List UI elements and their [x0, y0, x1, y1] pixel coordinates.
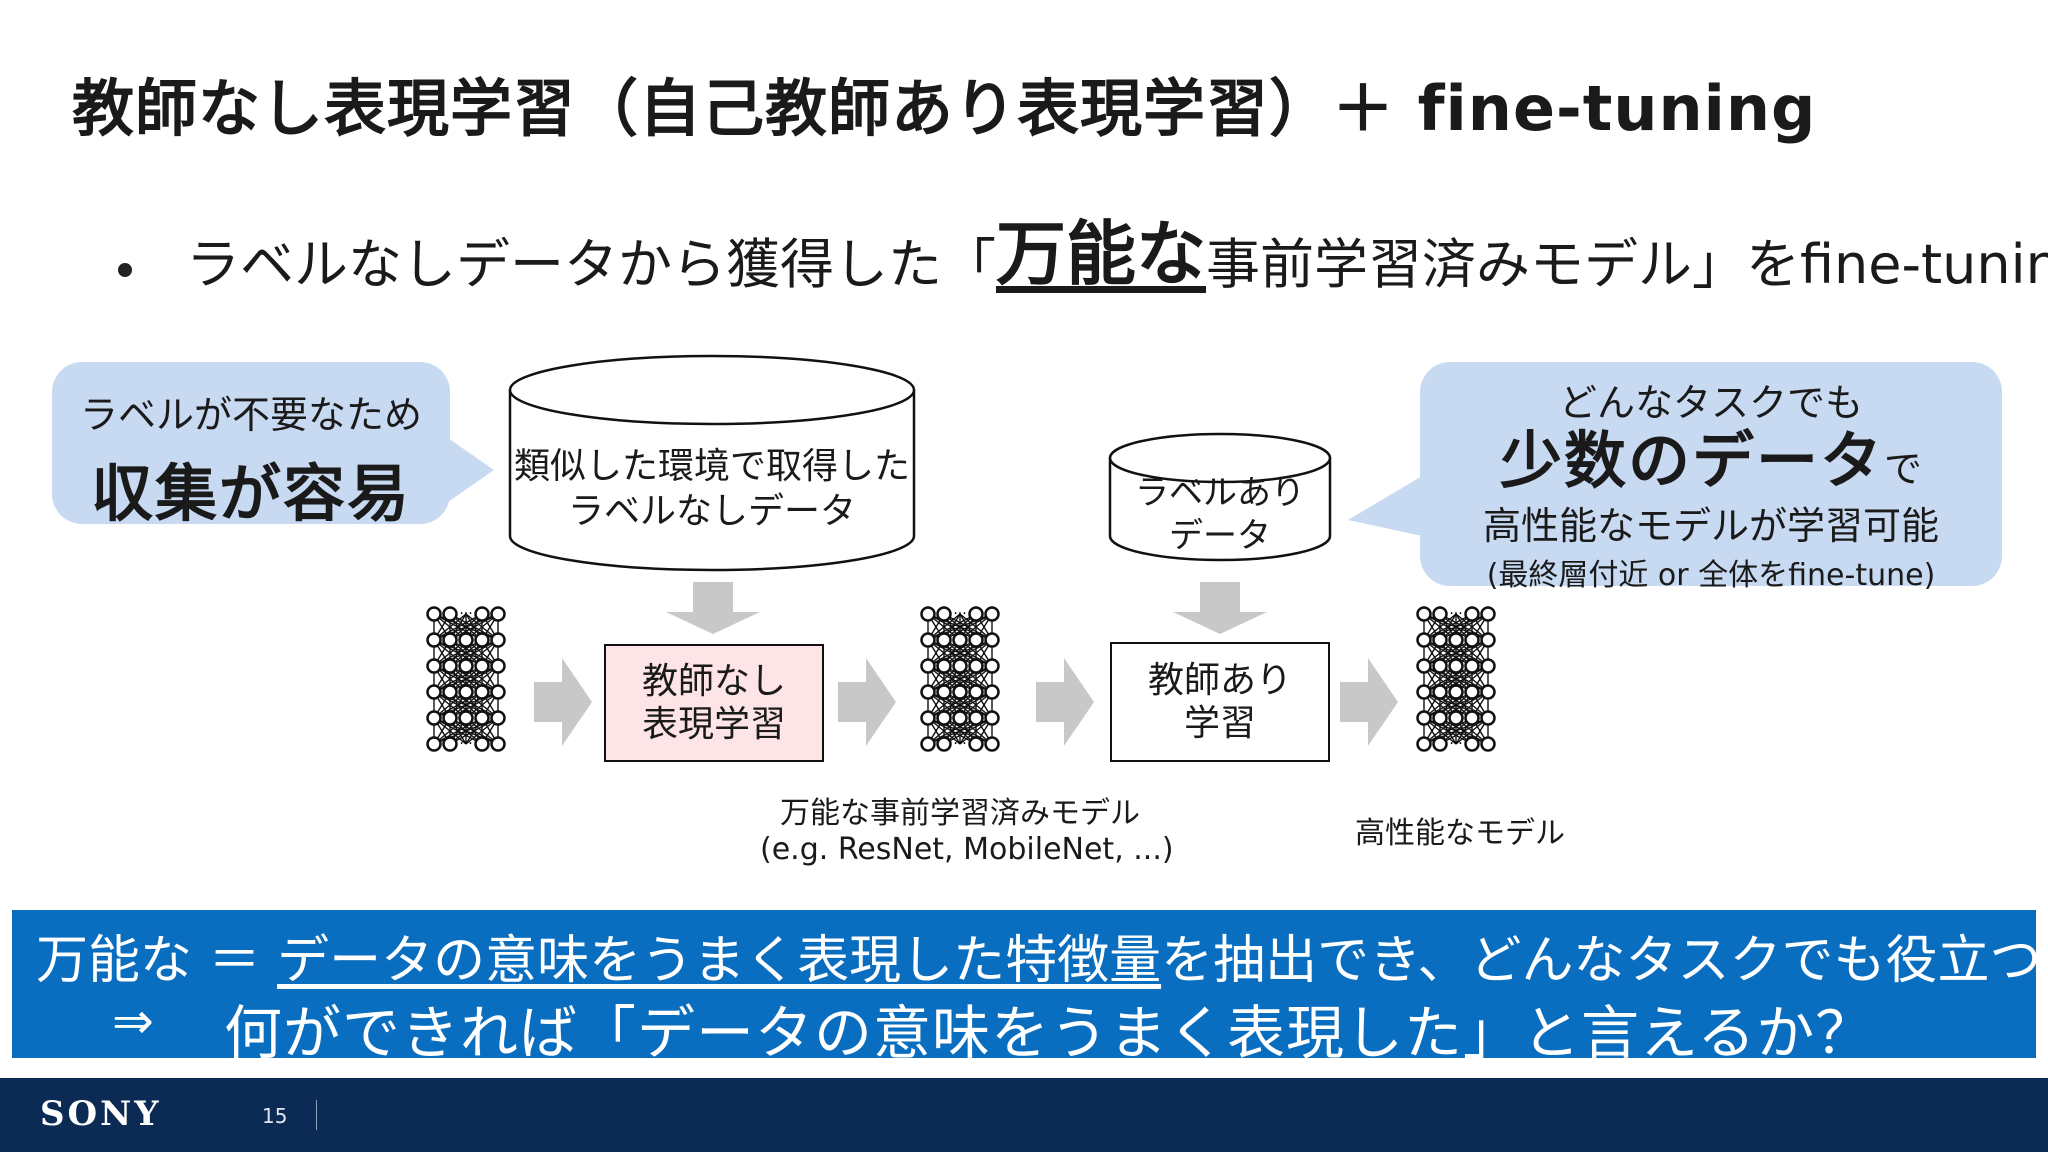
right-arrow-1 [534, 658, 592, 746]
neural-network-icons: ··· ··· ··· ··· ··· ··· [426, 606, 1496, 752]
svg-text:···: ··· [459, 606, 472, 622]
callout-right-tail [1348, 476, 1422, 536]
db-unlabeled-label: 類似した環境で取得した ラベルなしデータ [512, 444, 912, 534]
box-unsup-line1: 教師なし [641, 660, 786, 702]
db-labeled-line2: データ [1169, 515, 1271, 556]
banner-arrow-symbol: ⇒ [112, 992, 154, 1050]
slide-title: 教師なし表現学習（自己教師あり表現学習）＋ fine-tuning [72, 72, 1817, 145]
down-arrow-sup [1173, 582, 1267, 634]
svg-text:···: ··· [459, 736, 472, 752]
right-arrow-4 [1340, 658, 1398, 746]
callout-right-line3: 高性能なモデルが学習可能 [1482, 504, 1939, 549]
neural-network-icon-2: ··· ··· [920, 606, 1000, 752]
footer-divider [316, 1100, 317, 1130]
svg-text:···: ··· [1449, 736, 1462, 752]
svg-text:···: ··· [953, 606, 966, 622]
callout-right-de: で [1884, 447, 1923, 491]
caption-pretrained-model: 万能な事前学習済みモデル (e.g. ResNet, MobileNet, ..… [760, 788, 1174, 867]
bullet-dot [118, 263, 132, 277]
bullet-emphasis: 万能な [996, 213, 1206, 295]
banner-line2: 何ができれば「データの意味をうまく表現した」と言えるか？ [224, 999, 1875, 1067]
box-unsup-line2: 表現学習 [641, 704, 786, 745]
callout-right-emphasis: 少数のデータ [1499, 424, 1884, 497]
db-labeled-cylinder [1108, 432, 1332, 562]
banner-line1-prefix: 万能な ＝ [36, 931, 278, 991]
callout-left-line1: ラベルが不要なため [79, 393, 422, 437]
bullet-text-before: ラベルなしデータから獲得した「 [186, 233, 996, 296]
bullet-line: ラベルなしデータから獲得した「 万能な 事前学習済みモデル」をfine-tuni… [118, 198, 2048, 299]
caption-final-model: 高性能なモデル [1355, 816, 1565, 851]
box-sup-line1: 教師あり [1147, 659, 1292, 701]
page-number: 15 [262, 1104, 288, 1128]
db-unlabeled-line1: 類似した環境で取得した [513, 446, 910, 487]
neural-network-icon-1: ··· ··· [426, 606, 506, 752]
banner-line1-suffix: を抽出でき、どんなタスクでも役立つ [1161, 931, 2042, 991]
neural-network-icon-3: ··· ··· [1416, 606, 1496, 752]
banner-line1-underlined: データの意味をうまく表現した特徴量 [277, 931, 1162, 991]
conclusion-banner: 万能な ＝ データの意味をうまく表現した特徴量を抽出でき、どんなタスクでも役立つ… [12, 910, 2041, 1067]
callout-right-line4: (最終層付近 or 全体をfine-tune) [1486, 558, 1936, 594]
box-unsupervised-learning: 教師なし 表現学習 [604, 644, 824, 762]
callout-right-line2: 少数のデータで [1420, 424, 2002, 497]
svg-text:···: ··· [1449, 606, 1462, 622]
callout-left-tail [448, 438, 494, 502]
callout-easy-collection: ラベルが不要なため 収集が容易 [52, 362, 450, 530]
callout-left-line2: 収集が容易 [90, 457, 411, 530]
callout-right-line1: どんなタスクでも [1558, 381, 1863, 425]
footer-bar [0, 1078, 2048, 1152]
bullet-text-after: 事前学習済みモデル」をfine-tuning [1206, 233, 2048, 296]
db-unlabeled-cylinder [508, 354, 916, 572]
caption-pretrained-line2: (e.g. ResNet, MobileNet, ...) [760, 832, 1174, 867]
banner-line1: 万能な ＝ データの意味をうまく表現した特徴量を抽出でき、どんなタスクでも役立つ [36, 918, 2041, 993]
svg-text:···: ··· [953, 736, 966, 752]
db-labeled-line1: ラベルあり [1135, 473, 1305, 513]
right-arrow-3 [1036, 658, 1094, 746]
caption-pretrained-line1: 万能な事前学習済みモデル [780, 796, 1140, 831]
box-sup-line2: 学習 [1183, 703, 1256, 744]
sony-logo: SONY [40, 1094, 162, 1134]
right-arrow-2 [838, 658, 896, 746]
down-arrow-unsup [666, 582, 760, 634]
box-supervised-learning: 教師あり 学習 [1110, 642, 1330, 762]
db-labeled-label: ラベルあり データ [1112, 472, 1328, 557]
db-unlabeled-line2: ラベルなしデータ [567, 491, 856, 532]
callout-few-shot: どんなタスクでも 少数のデータで 高性能なモデルが学習可能 (最終層付近 or … [1420, 362, 2002, 593]
